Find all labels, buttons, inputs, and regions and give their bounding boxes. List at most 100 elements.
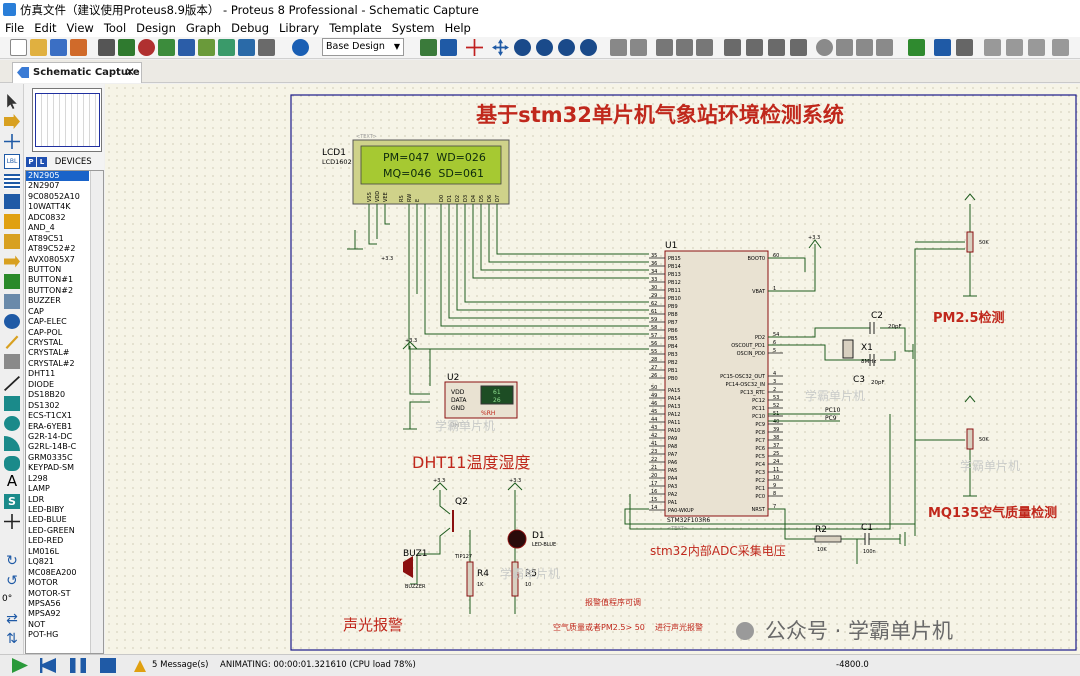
device-list-item[interactable]: 2N2905 <box>26 171 89 182</box>
graph-mode-icon[interactable] <box>4 274 20 289</box>
tab-schematic-capture[interactable]: Schematic Capture ✕ <box>12 62 142 83</box>
device-list-item[interactable]: GRM0335C <box>28 452 73 462</box>
copy-icon[interactable] <box>676 39 693 56</box>
device-list-item[interactable]: LQ821 <box>28 557 55 567</box>
device-list-item[interactable]: MPSA92 <box>28 609 61 619</box>
message-count[interactable]: 5 Message(s) <box>152 660 209 670</box>
terminal-mode-icon[interactable] <box>4 234 20 249</box>
mirror-vertical-icon[interactable]: ⇅ <box>6 631 18 647</box>
pick-device-icon[interactable] <box>816 39 833 56</box>
zoom-all-icon[interactable] <box>558 39 575 56</box>
menu-design[interactable]: Design <box>136 21 176 35</box>
schematic-canvas[interactable]: 基于stm32单片机气象站环境检测系统 LCD1 LCD1602 <TEXT> … <box>105 84 1080 654</box>
import-icon[interactable] <box>70 39 87 56</box>
undo-icon[interactable] <box>610 39 627 56</box>
device-list-item[interactable]: MC08EA200 <box>28 567 77 577</box>
help-icon[interactable] <box>292 39 309 56</box>
device-list-item[interactable]: G2RL-14B-C <box>28 442 77 452</box>
device-list-item[interactable]: CAP <box>28 306 44 316</box>
device-list-item[interactable]: CRYSTAL <box>28 338 63 347</box>
zoom-area-icon[interactable] <box>580 39 597 56</box>
device-list-item[interactable]: LDR <box>28 494 45 504</box>
menu-template[interactable]: Template <box>329 21 382 35</box>
generator-mode-icon[interactable] <box>4 314 20 329</box>
device-list-item[interactable]: AND_4 <box>28 223 55 233</box>
overview-window[interactable] <box>32 88 102 152</box>
property-tool-icon[interactable] <box>956 39 973 56</box>
block-delete-icon[interactable] <box>790 39 807 56</box>
block-move-icon[interactable] <box>746 39 763 56</box>
mirror-horizontal-icon[interactable]: ⇄ <box>6 611 18 627</box>
gerber-icon[interactable] <box>158 39 175 56</box>
pin-mode-icon[interactable] <box>4 255 20 268</box>
device-list-item[interactable]: LED-BIBY <box>28 505 65 514</box>
wire-autoroute-icon[interactable] <box>908 39 925 56</box>
device-list-item[interactable]: NOT <box>28 619 46 629</box>
device-list-item[interactable]: ERA-6YEB1 <box>28 421 73 431</box>
menu-system[interactable]: System <box>391 21 435 35</box>
box-tool-icon[interactable] <box>4 396 20 411</box>
cut-icon[interactable] <box>656 39 673 56</box>
symbol-tool-icon[interactable]: S <box>4 494 20 509</box>
rotate-cw-icon[interactable]: ↻ <box>6 553 18 569</box>
redo-icon[interactable] <box>630 39 647 56</box>
source-code-icon[interactable] <box>238 39 255 56</box>
device-list-item[interactable]: BUZZER <box>28 296 61 306</box>
search-tag-icon[interactable] <box>934 39 951 56</box>
origin-icon[interactable] <box>466 39 483 56</box>
device-list-item[interactable]: DHT11 <box>28 369 56 379</box>
device-list-item[interactable]: KEYPAD-SM <box>28 463 74 473</box>
new-sheet-icon[interactable] <box>984 39 1001 56</box>
device-list-item[interactable]: MOTOR <box>28 578 58 588</box>
device-list-item[interactable]: CAP-ELEC <box>28 317 67 327</box>
zoom-in-icon[interactable] <box>514 39 531 56</box>
device-list-item[interactable]: AT89C51 <box>28 233 64 243</box>
play-icon[interactable] <box>12 658 28 673</box>
junction-mode-icon[interactable] <box>4 134 20 149</box>
device-list-item[interactable]: BUTTON#2 <box>28 285 74 295</box>
device-list-item[interactable]: MOTOR-ST <box>28 588 71 598</box>
rotate-ccw-icon[interactable]: ↺ <box>6 573 18 589</box>
device-list-item[interactable]: LED-GREEN <box>28 525 75 535</box>
device-list-item[interactable]: 9C08052A10 <box>28 191 80 201</box>
block-rotate-icon[interactable] <box>768 39 785 56</box>
make-device-icon[interactable] <box>836 39 853 56</box>
schematic-icon[interactable] <box>118 39 135 56</box>
pan-icon[interactable] <box>492 39 509 56</box>
package-tool-icon[interactable] <box>856 39 873 56</box>
menu-view[interactable]: View <box>66 21 94 35</box>
pick-devices-button[interactable]: P <box>26 157 36 167</box>
device-list-item[interactable]: MPSA56 <box>28 598 61 608</box>
paste-icon[interactable] <box>696 39 713 56</box>
text-script-mode-icon[interactable] <box>4 174 20 189</box>
select-mode-icon[interactable] <box>7 94 17 109</box>
arc-tool-icon[interactable] <box>4 436 20 451</box>
new-file-icon[interactable] <box>10 39 27 56</box>
device-list-item[interactable]: 2N2907 <box>28 181 60 191</box>
device-list-item[interactable]: LM016L <box>28 546 60 556</box>
marker-tool-icon[interactable] <box>4 514 20 529</box>
menu-file[interactable]: File <box>5 21 25 35</box>
device-list-item[interactable]: LAMP <box>28 484 50 494</box>
library-manager-button[interactable]: L <box>37 157 47 167</box>
line-tool-icon[interactable] <box>4 376 20 391</box>
open-folder-icon[interactable] <box>30 39 47 56</box>
device-list-scrollbar[interactable] <box>90 171 103 653</box>
menu-tool[interactable]: Tool <box>103 21 127 35</box>
device-list-item[interactable]: CAP-POL <box>28 327 63 337</box>
device-list-item[interactable]: ADC0832 <box>28 212 66 222</box>
device-list-item[interactable]: AT89C52#2 <box>28 244 76 254</box>
text-tool-icon[interactable]: A <box>6 472 18 490</box>
3d-view-icon[interactable] <box>178 39 195 56</box>
device-list-item[interactable]: BUTTON#1 <box>28 275 74 285</box>
device-list-item[interactable]: DIODE <box>28 379 55 389</box>
home-icon[interactable] <box>98 39 115 56</box>
menu-help[interactable]: Help <box>444 21 471 35</box>
pcb-icon[interactable] <box>138 39 155 56</box>
wire-label-mode-icon[interactable]: LBL <box>4 154 20 169</box>
menu-library[interactable]: Library <box>279 21 320 35</box>
exit-parent-icon[interactable] <box>1028 39 1045 56</box>
dollar-icon[interactable] <box>218 39 235 56</box>
zoom-out-icon[interactable] <box>536 39 553 56</box>
step-icon[interactable] <box>40 658 56 673</box>
